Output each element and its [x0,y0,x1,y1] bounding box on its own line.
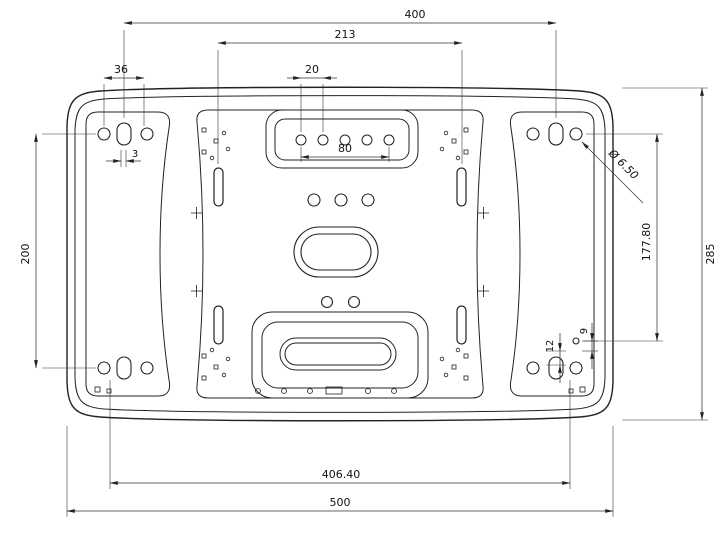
crosshair-mark [478,285,489,297]
dim-285-label: 285 [704,244,717,265]
mount-slot [548,122,564,146]
dim-3-label: 3 [132,149,138,160]
plate-outer-outline [66,86,614,422]
hole [317,134,329,146]
dim-400-label: 400 [405,8,426,21]
center-panel-outline [196,109,484,399]
punch-cluster-top-left [201,127,231,161]
left-panel-outline [85,111,171,397]
extension-lines [42,30,708,517]
hole [361,193,375,207]
dim-213-label: 213 [335,28,356,41]
mount-hole [569,361,583,375]
bottom-tab [251,311,429,399]
handle-slot-outer [279,337,397,371]
crosshair-mark [191,207,202,219]
mount-hole [97,361,111,375]
dim-500-label: 500 [330,496,351,509]
handle-slot-inner [284,342,392,366]
hole [383,134,395,146]
dim-20-label: 20 [305,63,319,76]
bottom-tab-outer [251,311,429,399]
dim-12-label: 12 [545,340,556,353]
dim-hole-dia-label: Ø 6.50 [605,146,641,182]
punch-cluster-bottom-right [439,347,469,381]
corner-holes-top-right [526,122,583,146]
detail-marks [94,127,586,395]
center-obround-outer [293,226,379,278]
crosshair-mark [478,207,489,219]
top-tab-inner [274,118,410,161]
hole [361,134,373,146]
corner-punches [94,386,586,394]
top-tab [265,109,419,169]
bottom-edge-holes [255,386,397,395]
mount-slot [548,356,564,380]
corner-holes-top-left [97,122,154,146]
hole [347,295,361,309]
mount-hole [526,127,540,141]
mount-hole [526,361,540,375]
mount-hole [140,127,154,141]
dim-406-40-label: 406.40 [322,468,361,481]
plate-inner-outline [74,95,606,413]
center-obround [293,226,379,278]
dim-177-80-label: 177.80 [640,223,653,262]
slot [456,167,467,207]
mount-hole [140,361,154,375]
hole [295,134,307,146]
corner-holes-bottom-right [526,337,583,380]
dim-80-label: 80 [338,142,352,155]
hole [339,134,351,146]
vesa-slots [213,167,467,345]
dimensions [34,21,708,517]
hole [320,295,334,309]
slot [213,167,224,207]
center-obround-inner [300,233,372,271]
leader-line-hole-dia [581,141,644,204]
mount-slot [116,122,132,146]
crosshair-mark [191,285,202,297]
right-panel-outline [509,111,595,397]
mount-hole [97,127,111,141]
corner-holes-bottom-left [97,356,154,380]
slot [213,305,224,345]
dim-9-label: 9 [579,328,590,334]
top-tab-outer [265,109,419,169]
punch-cluster-bottom-left [201,347,231,381]
bottom-tab-inner [261,321,419,389]
dimension-labels: 400 213 36 20 80 3 200 177.80 285 Ø 6.50… [19,8,717,509]
center-holes [307,193,375,309]
plate [66,86,614,422]
hole [334,193,348,207]
hole [307,193,321,207]
mount-slot [116,356,132,380]
dim-36-label: 36 [114,63,128,76]
punch-cluster-top-right [439,127,469,161]
slot [456,305,467,345]
dim-200-label: 200 [19,244,32,265]
mount-hole [569,127,583,141]
pilot-hole [572,337,580,345]
